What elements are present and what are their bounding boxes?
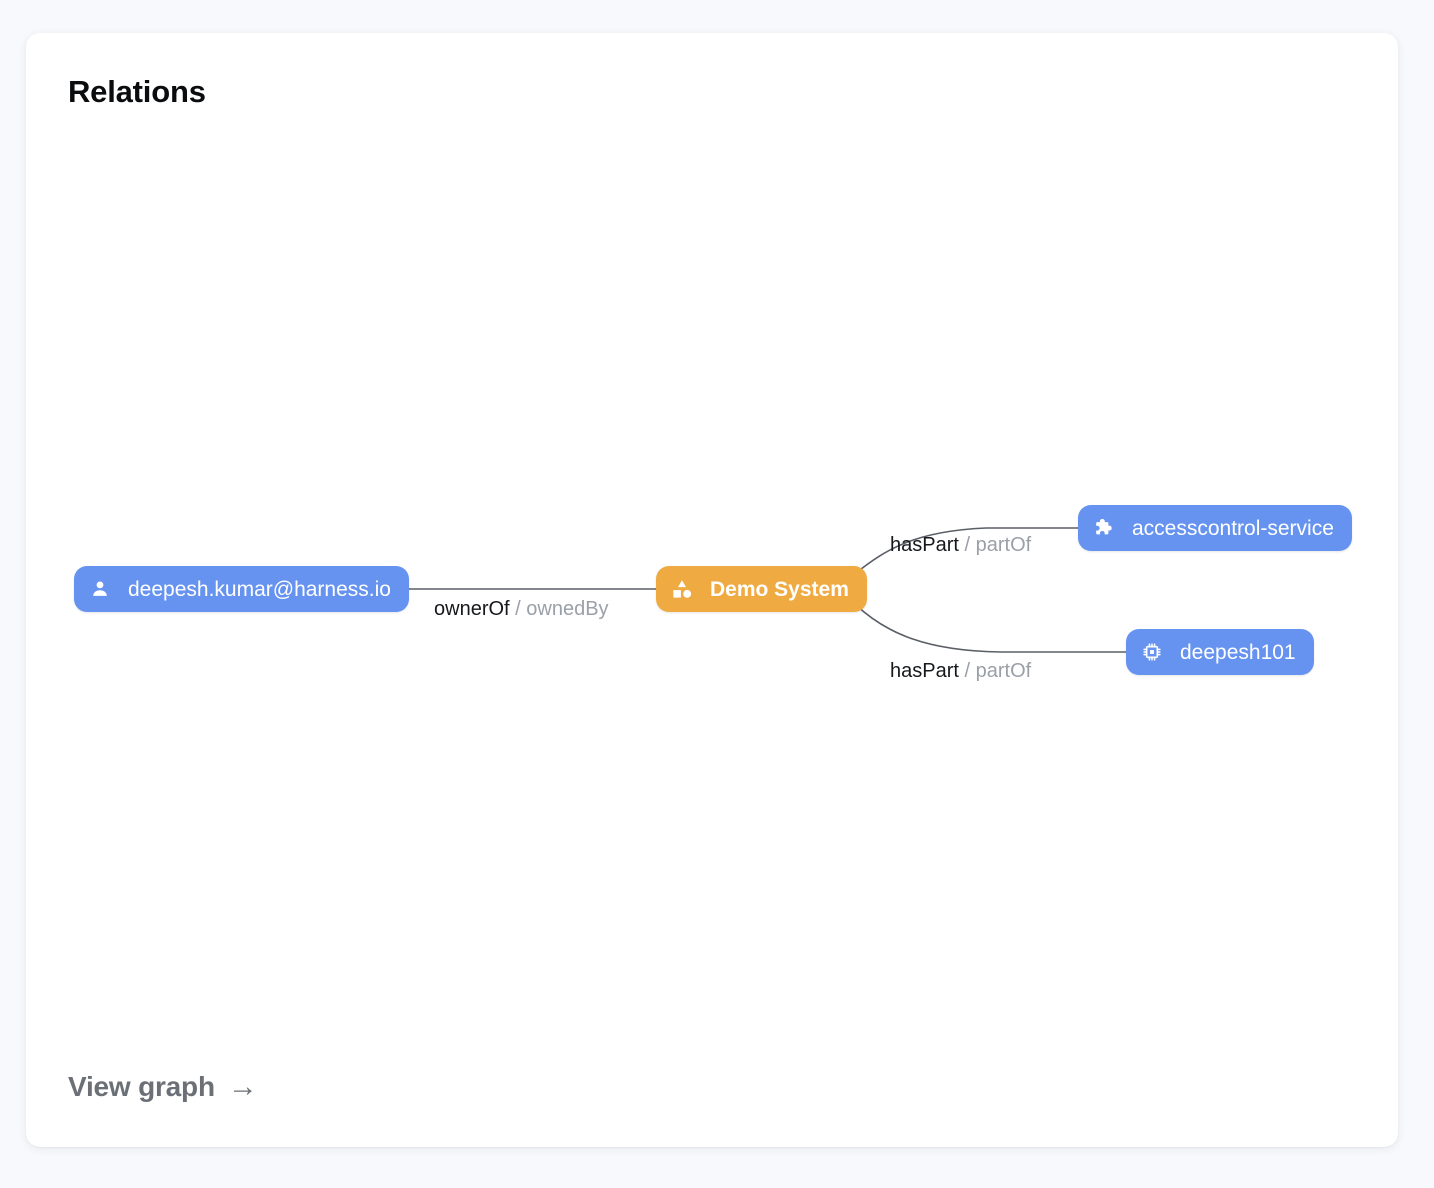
person-icon: [88, 577, 112, 601]
puzzle-icon: [1092, 516, 1116, 540]
chip-icon: [1140, 640, 1164, 664]
edge-label-haspart-deepesh101: hasPart / partOf: [890, 661, 1031, 681]
relations-card: Relations deepesh.kumar@harness.io: [26, 33, 1398, 1147]
graph-node-accesscontrol-service[interactable]: accesscontrol-service: [1078, 505, 1352, 551]
edge-label-separator: /: [958, 534, 976, 556]
shapes-icon: [670, 577, 694, 601]
graph-node-deepesh101[interactable]: deepesh101: [1126, 629, 1314, 675]
graph-node-deepesh101-label: deepesh101: [1180, 640, 1296, 664]
edge-label-separator: /: [958, 660, 976, 682]
graph-node-system[interactable]: Demo System: [656, 566, 867, 612]
edge-label-primary: hasPart: [890, 660, 959, 682]
edge-label-haspart-accesscontrol: hasPart / partOf: [890, 535, 1031, 555]
edge-label-primary: ownerOf: [434, 598, 510, 620]
edge-label-secondary: partOf: [975, 660, 1032, 682]
edge-label-ownerof: ownerOf / ownedBy: [434, 599, 609, 619]
arrow-right-icon: →: [227, 1070, 258, 1103]
graph-node-accesscontrol-service-label: accesscontrol-service: [1132, 516, 1334, 540]
edge-label-secondary: partOf: [975, 534, 1032, 556]
edge-label-secondary: ownedBy: [526, 598, 609, 620]
graph-node-user-label: deepesh.kumar@harness.io: [128, 577, 391, 601]
graph-node-system-label: Demo System: [710, 577, 849, 601]
edge-label-primary: hasPart: [890, 534, 959, 556]
edge-system-deepesh101: [855, 604, 1126, 653]
view-graph-link[interactable]: View graph →: [68, 1070, 258, 1104]
view-graph-label: View graph: [68, 1071, 215, 1102]
graph-node-user[interactable]: deepesh.kumar@harness.io: [74, 566, 409, 612]
edge-label-separator: /: [509, 598, 527, 620]
relations-graph: deepesh.kumar@harness.io Demo System: [26, 33, 1398, 1147]
page-title: Relations: [68, 74, 206, 109]
